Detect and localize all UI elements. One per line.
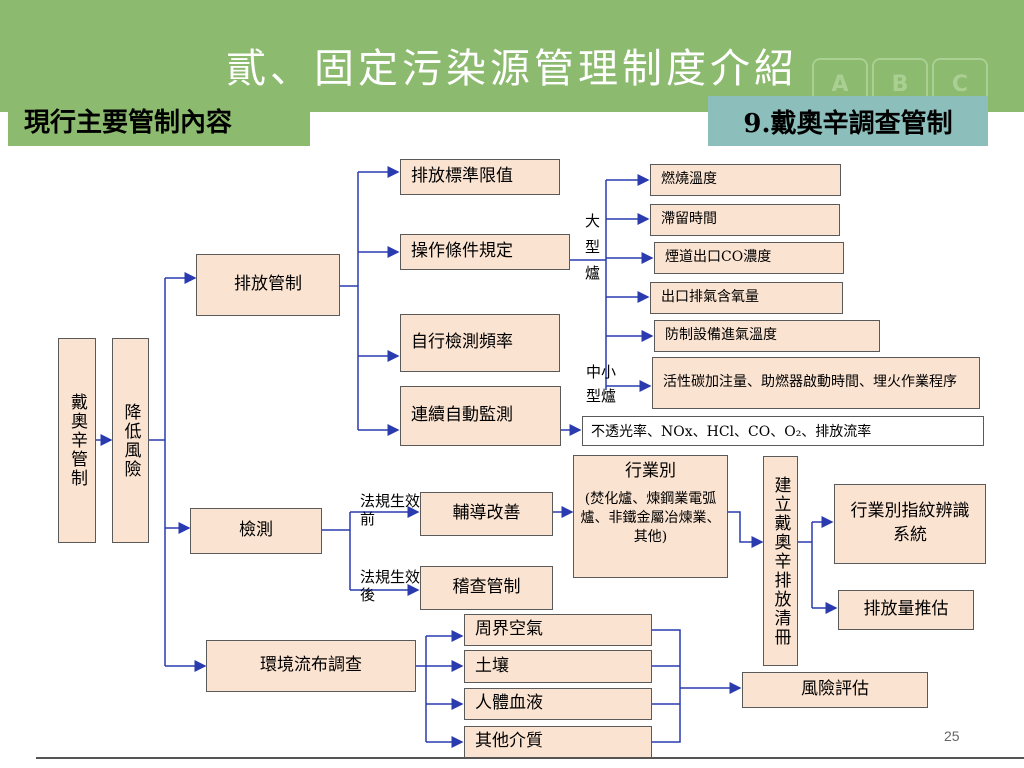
cems-parameters: 不透光率、NOx、HCl、CO、O₂、排放流率 <box>582 416 984 446</box>
large-furnace-label: 大型爐 <box>585 212 601 282</box>
header-bar <box>0 0 1024 112</box>
emission-estimate-node: 排放量推估 <box>838 590 974 630</box>
large-item-3: 煙道出口CO濃度 <box>654 242 844 274</box>
emission-standard-node: 排放標準限值 <box>400 159 560 195</box>
self-monitoring-node: 自行檢測頻率 <box>400 314 560 372</box>
large-item-2: 滯留時間 <box>650 204 840 236</box>
env-item-blood: 人體血液 <box>464 688 652 720</box>
industry-title: 行業別 <box>625 461 676 481</box>
operating-conditions-node: 操作條件規定 <box>400 234 570 270</box>
small-furnace-item: 活性碳加注量、助燃器啟動時間、埋火作業程序 <box>652 357 980 409</box>
large-item-4: 出口排氣含氧量 <box>650 282 843 314</box>
risk-assessment-node: 風險評估 <box>742 672 928 708</box>
before-rule-label: 法規生效前 <box>360 492 421 528</box>
env-item-air: 周界空氣 <box>464 614 652 646</box>
industry-detail: (焚化爐、煉鋼業電弧爐、非鐵金屬冶煉業、其他) <box>580 490 721 545</box>
continuous-monitoring-node: 連續自動監測 <box>400 386 561 446</box>
fingerprint-node: 行業別指紋辨識系統 <box>834 484 986 564</box>
section-tag: 現行主要管制內容 <box>8 94 310 146</box>
guidance-node: 輔導改善 <box>420 492 553 536</box>
env-item-soil: 土壤 <box>464 650 652 683</box>
audit-node: 稽查管制 <box>420 566 553 610</box>
large-item-1: 燃燒溫度 <box>650 164 841 196</box>
env-item-other: 其他介質 <box>464 726 652 758</box>
root-node: 戴奧辛管制 <box>58 338 96 543</box>
large-item-5: 防制設備進氣溫度 <box>654 320 880 352</box>
industry-node: 行業別 (焚化爐、煉鋼業電弧爐、非鐵金屬冶煉業、其他) <box>573 455 728 578</box>
testing-node: 檢測 <box>190 508 322 554</box>
emission-control-node: 排放管制 <box>196 254 340 316</box>
page-number: 25 <box>944 728 960 744</box>
topic-tag: 9.戴奧辛調查管制 <box>708 96 988 146</box>
reduce-risk-node: 降低風險 <box>112 338 149 543</box>
after-rule-label: 法規生效後 <box>360 568 421 604</box>
footer-rule <box>36 757 1024 759</box>
small-furnace-label: 中小型爐 <box>586 363 617 405</box>
inventory-node: 建立戴奧辛排放清冊 <box>763 456 798 666</box>
environment-survey-node: 環境流布調查 <box>206 640 416 692</box>
page-title: 貳、固定污染源管理制度介紹 <box>226 46 798 92</box>
